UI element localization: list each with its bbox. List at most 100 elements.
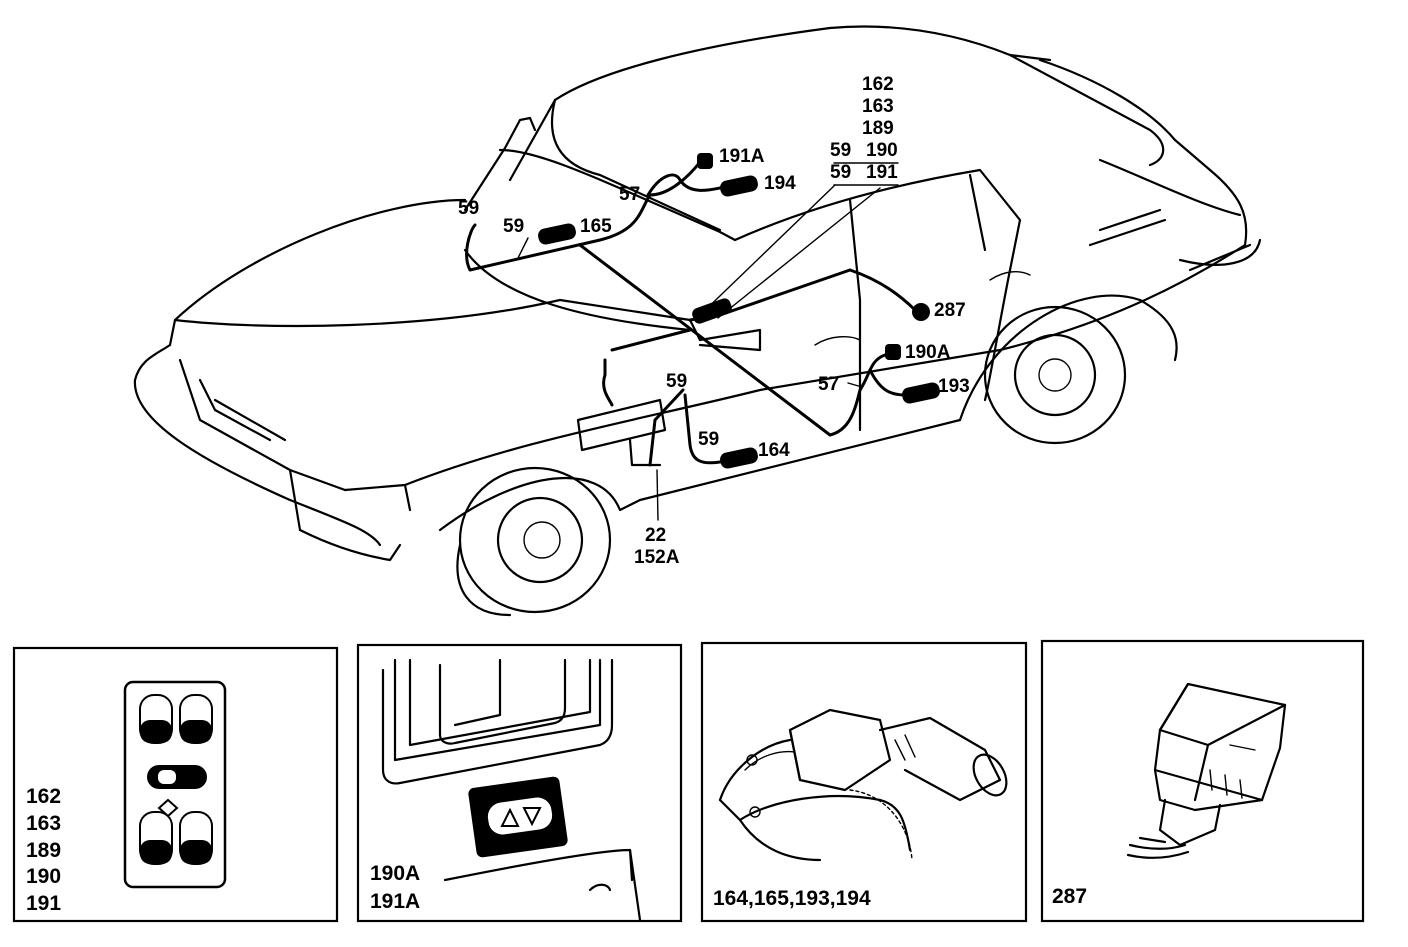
connector-191a [697,153,713,169]
callout-194: 194 [764,173,796,194]
panel-1-label-189: 189 [26,839,61,862]
callout-57-top: 57 [619,184,640,205]
relay-side-edge [1193,743,1210,802]
rocker-front [438,418,962,532]
callout-152a: 152A [634,547,680,568]
callout-164: 164 [758,440,790,461]
grille-slot [213,398,287,442]
rear-hub-center [1038,358,1072,392]
hood-top [168,198,467,347]
rear-deck [1038,58,1248,247]
hood-front [173,298,692,328]
roof-line [553,25,1052,102]
motor-terminals [894,734,916,761]
harness-fuse-out [648,388,685,467]
rear-wheel [983,305,1127,445]
relay-pins [1209,769,1243,799]
rear-roof [1008,53,1165,167]
c-pillar [968,173,987,252]
panel-3-frame [700,641,1028,923]
callout-191: 191 [866,162,898,183]
relay-wires [1126,836,1190,859]
motor-194 [720,175,758,197]
windshield-top [550,98,722,232]
mirror-left [503,116,537,150]
door-switch-arrows [500,807,542,827]
switch-buttons [139,694,213,865]
panel-1-label-191: 191 [26,892,61,915]
window-switch-panel: 162 163 189 190 191 [12,646,339,923]
door-screw [588,883,612,892]
rear-vent [1088,208,1167,247]
door-pocket-mid [393,658,602,762]
gearbox-edge [788,728,802,782]
callout-59-stack-a: 59 [830,140,851,161]
leader-57-top [647,192,661,196]
motor-plate-hole [744,750,796,771]
gear-plate-lower [738,818,822,862]
rear-bumper [1178,238,1262,266]
windshield-frame [498,148,737,242]
relay-top-edge [1158,682,1287,747]
callout-191a: 191A [719,146,765,167]
motor-164 [720,447,758,469]
motor-165 [538,223,576,245]
callout-labels: 162 163 189 59 190 59 191 191A 194 57 59… [458,74,970,568]
leader-switch-stack [694,184,836,321]
window-motor-panel: 164,165,193,194 [700,641,1028,923]
callout-190: 190 [866,140,898,161]
motor-193 [902,382,940,404]
rear-shoulder [1098,158,1242,217]
harness-287 [848,268,917,312]
harness-dash [610,328,692,352]
callout-189: 189 [862,118,894,139]
front-bumper [133,343,382,547]
harness-fuse-feed [602,358,614,407]
door-pocket-outer [381,658,614,785]
door-lower-line [443,848,634,882]
connector-190a [885,344,901,360]
headlight [198,378,272,442]
harness-164 [683,393,722,465]
callout-287: 287 [934,300,966,321]
relay-287 [912,303,930,321]
b-pillar [848,198,862,302]
switch-console [692,298,732,324]
rear-handle [989,271,1031,281]
motor-end-cap [972,753,1008,797]
harness-194 [646,173,722,197]
a-pillar-line [508,98,557,182]
leader-switch-stack-2 [717,187,881,319]
callout-59-left: 59 [458,198,479,219]
panel-1-label-163: 163 [26,812,61,835]
door-pocket-edge [453,658,502,727]
relay-marking [1229,744,1256,751]
callout-57-door: 57 [818,374,839,395]
callout-59-front: 59 [666,371,687,392]
door-window-frame [733,168,1022,272]
relay-base [1153,768,1264,812]
front-wheel [458,466,612,614]
rear-hub [1013,333,1097,417]
callout-190a: 190A [905,342,951,363]
front-hub [496,496,584,584]
front-handle [814,336,861,346]
leader-59-mid [517,237,529,259]
plate-bolt-1 [746,754,758,766]
leader-22 [656,469,659,521]
fender-front [343,483,412,512]
panel-2-frame [356,643,683,923]
relay-socket [1158,798,1222,847]
door-switch-panel: 190A 191A [356,643,683,923]
fuse-box [576,398,667,452]
callout-165: 165 [580,216,612,237]
panel-2-label-190a: 190A [370,862,420,885]
callout-193: 193 [938,376,970,397]
callout-22: 22 [645,525,666,546]
harness-193 [868,368,907,397]
relay-panel: 287 [1040,639,1365,923]
callout-59-stack-b: 59 [830,162,851,183]
lower-spoiler [298,528,402,562]
